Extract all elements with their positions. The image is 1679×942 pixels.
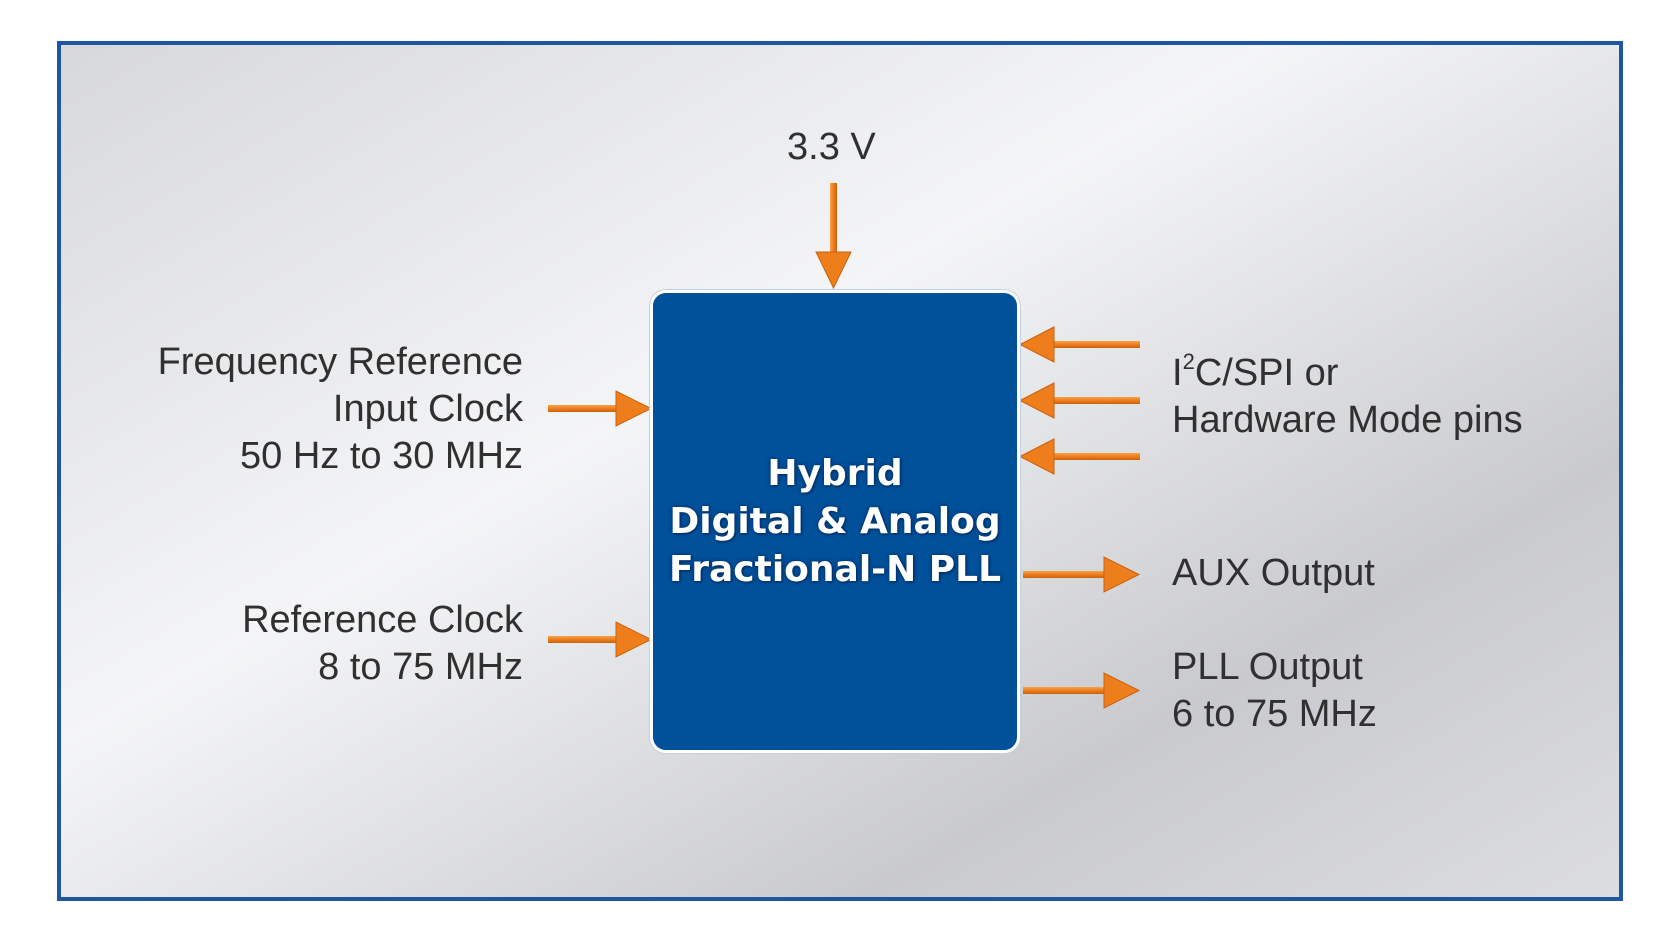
pll-output-line2: 6 to 75 MHz [1172,693,1377,735]
pll-block-line3: Fractional-N PLL [668,549,1002,590]
aux-output-label: AUX Output [1172,552,1375,594]
pll-output-line1: PLL Output [1172,646,1363,688]
control-superscript: 2 [1182,349,1195,374]
control-label: I2C/SPI or Hardware Mode pins [1172,350,1523,444]
pll-block [650,290,1020,753]
control-line1: I2C/SPI or [1172,350,1523,397]
pll-block-line2: Digital & Analog [669,501,1001,542]
pll-block-line1: Hybrid [767,453,903,494]
ref-clock-line2: 8 to 75 MHz [318,646,523,688]
control-suffix: C/SPI or [1194,352,1339,394]
pll-output-label: PLL Output 6 to 75 MHz [1172,644,1377,738]
ref-clock-line1: Reference Clock [242,599,523,641]
ref-clock-label: Reference Clock 8 to 75 MHz [242,597,523,691]
supply-label: 3.3 V [787,126,876,168]
freq-ref-line1: Frequency Reference [157,341,523,383]
pll-block-title: Hybrid Digital & Analog Fractional-N PLL [650,450,1020,594]
control-line2: Hardware Mode pins [1172,399,1523,441]
control-prefix: I [1172,352,1183,394]
freq-ref-line3: 50 Hz to 30 MHz [240,435,523,477]
freq-ref-label: Frequency Reference Input Clock 50 Hz to… [158,339,523,480]
freq-ref-line2: Input Clock [332,388,523,430]
